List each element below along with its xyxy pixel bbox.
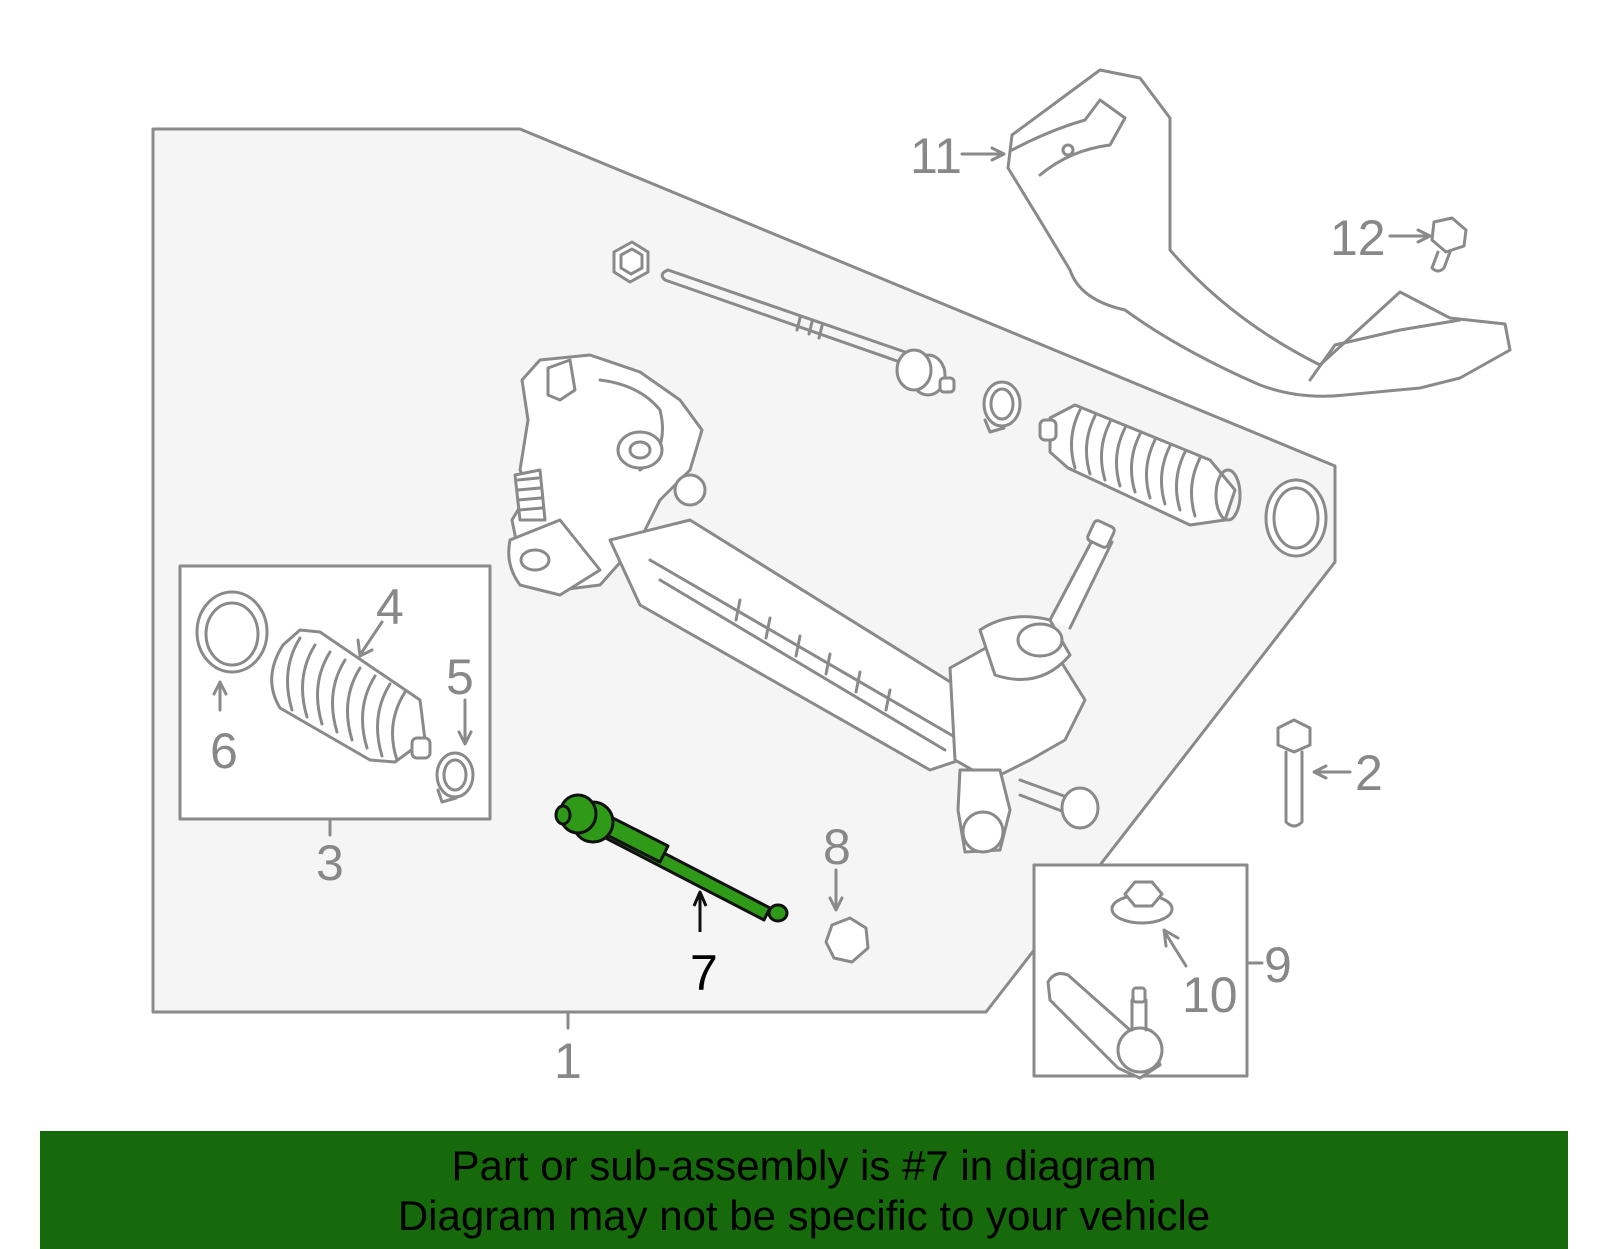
leader-5 bbox=[457, 698, 473, 746]
seal-ring-upper bbox=[1264, 478, 1328, 558]
leader-6 bbox=[212, 680, 228, 712]
callout-2: 2 bbox=[1355, 745, 1383, 801]
leader-10 bbox=[1162, 928, 1188, 968]
heat-shield-11 bbox=[1006, 68, 1512, 398]
callout-1: 1 bbox=[554, 1033, 582, 1089]
callout-5: 5 bbox=[446, 649, 474, 705]
bellows-boot-upper bbox=[1038, 403, 1242, 527]
inner-tie-rod-upper bbox=[612, 240, 956, 397]
leader-12 bbox=[1388, 228, 1432, 244]
callout-9: 9 bbox=[1264, 937, 1292, 993]
seal-ring-6 bbox=[195, 590, 269, 674]
bolt-12 bbox=[1430, 216, 1468, 273]
boot-clamp-5 bbox=[435, 751, 475, 804]
callout-6: 6 bbox=[210, 723, 238, 779]
callout-10: 10 bbox=[1182, 967, 1238, 1023]
inner-tie-rod-7-highlighted bbox=[554, 793, 789, 932]
callout-12: 12 bbox=[1330, 210, 1386, 266]
info-banner: Part or sub-assembly is #7 in diagram Di… bbox=[40, 1131, 1568, 1249]
bellows-boot-4 bbox=[270, 628, 432, 764]
banner-line-1: Part or sub-assembly is #7 in diagram bbox=[451, 1142, 1157, 1189]
banner-line-2: Diagram may not be specific to your vehi… bbox=[397, 1192, 1211, 1239]
leader-4 bbox=[356, 620, 384, 658]
bolt-2 bbox=[1276, 718, 1312, 828]
boot-clamp-upper bbox=[982, 380, 1022, 434]
leader-8 bbox=[828, 868, 844, 912]
callout-11: 11 bbox=[910, 128, 962, 184]
nut-10 bbox=[1110, 880, 1174, 925]
callout-4: 4 bbox=[376, 579, 404, 635]
steering-rack-housing bbox=[507, 353, 1116, 854]
callout-7: 7 bbox=[690, 945, 718, 1001]
callout-8: 8 bbox=[823, 819, 851, 875]
callout-3: 3 bbox=[316, 835, 344, 891]
hex-nut-8 bbox=[824, 916, 870, 964]
leader-2 bbox=[1312, 764, 1352, 780]
tie-rod-end-9 bbox=[1046, 972, 1164, 1080]
leader-11 bbox=[960, 146, 1006, 162]
